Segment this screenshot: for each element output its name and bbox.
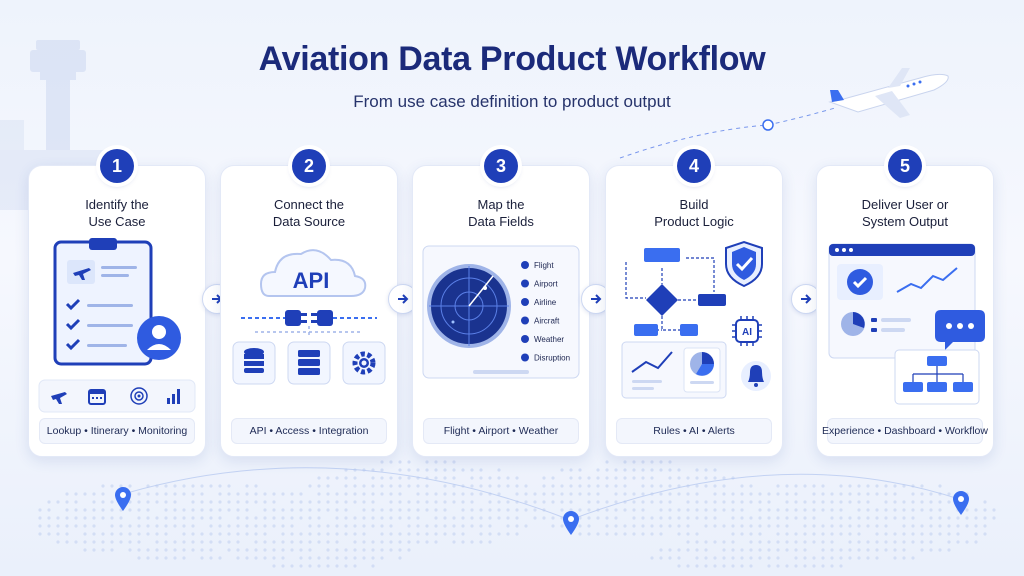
- checklist-icon: [65, 298, 133, 351]
- clipboard-icon: [38, 238, 196, 413]
- cloud-api-icon: API: [232, 249, 386, 385]
- data-field-label: Disruption: [534, 354, 570, 363]
- pie-chart-icon: [690, 352, 714, 384]
- page-subtitle: From use case definition to product outp…: [353, 92, 671, 111]
- bell-icon: [741, 361, 771, 391]
- step-footer-tags: Rules • AI • Alerts: [616, 418, 772, 444]
- step-card-2: 2 Connect the Data Source API: [220, 149, 398, 457]
- bar-chart-icon: [167, 389, 180, 404]
- route-lines: [119, 107, 963, 521]
- database-icon: [232, 341, 276, 385]
- step-footer-tags: API • Access • Integration: [231, 418, 387, 444]
- line-chart-icon: [896, 267, 958, 293]
- location-pin-icon: [115, 487, 131, 511]
- airplane-icon: [67, 260, 95, 284]
- data-field-label: Weather: [534, 335, 564, 344]
- flowchart-icon: AI: [621, 240, 771, 399]
- airplane-illustration: [828, 68, 949, 118]
- cloud-icon: [521, 316, 529, 325]
- data-field-label: Airline: [534, 298, 557, 307]
- page-title: Aviation Data Product Workflow: [258, 40, 766, 78]
- building-icon: [521, 298, 529, 306]
- alert-icon: [521, 335, 529, 343]
- line-chart-icon: [631, 351, 673, 390]
- world-map-illustration: [38, 460, 996, 568]
- dashboard-window-icon: [828, 243, 985, 405]
- plug-connector-icon: [241, 310, 377, 326]
- location-pin-icon: [563, 511, 579, 535]
- step-number-badge: 4: [677, 149, 711, 183]
- calendar-icon: [88, 389, 106, 405]
- gear-icon: [342, 341, 386, 385]
- shield-check-icon: [725, 240, 763, 288]
- step-footer-tags: Flight • Airport • Weather: [423, 418, 579, 444]
- step-title: Map the Data Fields: [468, 197, 534, 229]
- airplane-icon: [51, 392, 67, 404]
- step-title: Identify the Use Case: [85, 197, 149, 229]
- radar-icon: [130, 387, 148, 405]
- ai-label: AI: [742, 327, 752, 338]
- step-number-badge: 1: [100, 149, 134, 183]
- chat-bubble-icon: [935, 310, 985, 350]
- user-avatar-icon: [137, 316, 181, 360]
- ai-chip-icon: AI: [732, 316, 762, 346]
- check-circle-icon: [837, 264, 883, 300]
- location-pin-icon: [521, 279, 529, 288]
- data-field-label: Aircraft: [534, 317, 560, 326]
- step-footer-tags: Experience • Dashboard • Workflow: [822, 418, 988, 444]
- field-icon: [521, 353, 529, 362]
- radar-screen-icon: FlightAirportAirlineAircraftWeatherDisru…: [422, 245, 580, 379]
- api-label: API: [293, 268, 330, 293]
- step-title: Deliver User or System Output: [861, 197, 949, 229]
- location-pin-icon: [953, 491, 969, 515]
- step-title: Build Product Logic: [654, 197, 734, 229]
- airplane-icon: [521, 261, 529, 269]
- pie-chart-icon: [841, 312, 865, 336]
- step-card-4: 4 Build Product Logic: [605, 149, 783, 457]
- step-number-badge: 3: [484, 149, 518, 183]
- step-footer-tags: Lookup • Itinerary • Monitoring: [39, 418, 195, 444]
- step-number-badge: 2: [292, 149, 326, 183]
- step-title: Connect the Data Source: [272, 197, 346, 229]
- workflow-icon: [894, 349, 980, 405]
- data-field-label: Flight: [534, 261, 554, 270]
- step-number-badge: 5: [888, 149, 922, 183]
- server-icon: [287, 341, 331, 385]
- step-card-1: 1 Identify the Use Case: [28, 149, 206, 457]
- step-card-5: 5 Deliver User or System Output: [816, 149, 994, 457]
- data-field-label: Airport: [534, 280, 558, 289]
